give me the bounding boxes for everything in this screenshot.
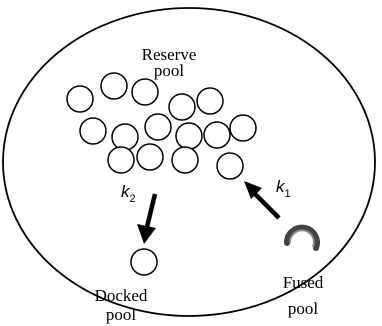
reserve-vesicle (229, 114, 257, 142)
k1-subscript: 1 (285, 188, 291, 200)
docked-vesicle (130, 248, 158, 276)
reserve-vesicle (216, 152, 244, 180)
k1-arrow (244, 181, 281, 220)
reserve-pool-label-line2: pool (154, 61, 185, 80)
k1-symbol: k (276, 177, 286, 196)
k2-subscript: 2 (130, 193, 136, 205)
k2-arrow (137, 193, 158, 244)
nerve-terminal-outline (2, 7, 376, 317)
reserve-vesicle (203, 121, 231, 149)
reserve-vesicle (196, 87, 224, 115)
reserve-vesicle (144, 113, 172, 141)
k2-label: k2 (121, 182, 136, 205)
reserve-vesicle (107, 146, 135, 174)
reserve-vesicle (100, 72, 128, 100)
reserve-vesicle (79, 117, 107, 145)
reserve-vesicle (168, 93, 196, 121)
reserve-vesicle (131, 78, 159, 106)
reserve-vesicle (111, 123, 139, 151)
fused-pool-label-line1: Fused (283, 273, 324, 292)
reserve-pool-label-line1: Reserve (142, 45, 197, 64)
docked-pool-label-line2: pool (106, 305, 137, 324)
reserve-pool-vesicles (66, 72, 257, 180)
reserve-vesicle (171, 146, 199, 174)
k1-label: k1 (276, 177, 291, 200)
k2-symbol: k (121, 182, 131, 201)
fused-pool-label-line2: pool (288, 299, 319, 318)
reserve-vesicle (175, 122, 203, 150)
reserve-vesicle (136, 143, 164, 171)
reserve-vesicle (66, 85, 94, 113)
fused-vesicle (283, 224, 320, 251)
docked-pool-label-line1: Docked (95, 286, 148, 305)
